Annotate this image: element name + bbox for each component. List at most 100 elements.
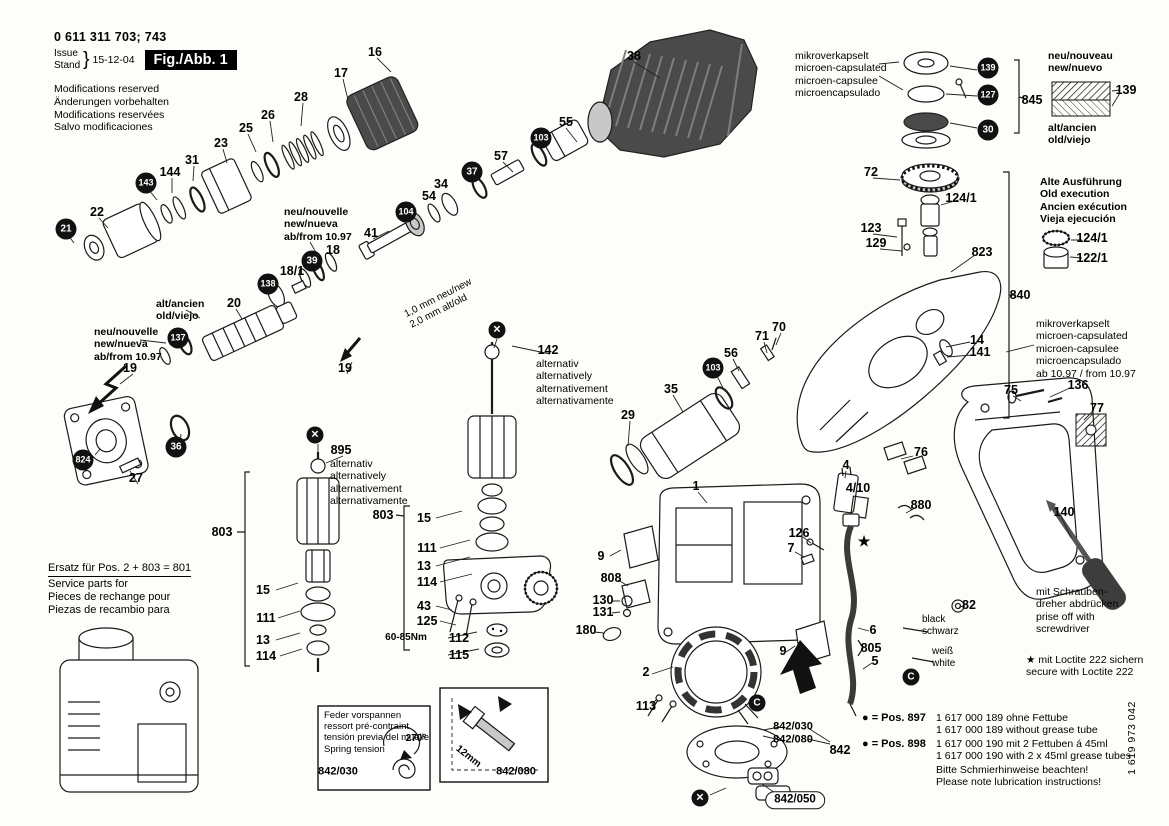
callout-19: 19 [123,360,137,375]
callout-125: 125 [416,613,438,628]
callout-103: 103 [702,357,724,379]
callout--: ★ [857,533,871,549]
callout-14: 14 [970,332,984,347]
callout-26: 26 [261,107,275,122]
callout-803: 803 [372,507,394,522]
callout-31: 31 [185,152,199,167]
callout--: ✕ [691,789,709,807]
callout-103: 103 [530,127,552,149]
callout-43: 43 [417,598,431,613]
callout-129: 129 [865,235,887,250]
callout-55: 55 [559,114,573,129]
callout-35: 35 [664,381,678,396]
modifications-line: Salvo modificaciones [54,121,153,134]
callout-6: 6 [869,622,877,637]
callout-30: 30 [977,119,999,141]
callout-36: 36 [165,436,187,458]
callout-4-10: 4/10 [845,480,871,495]
callout-131: 131 [592,604,614,619]
callout-39: 39 [301,250,323,272]
callout-19: 19 [338,360,352,375]
callout-144: 144 [159,164,181,179]
callout-136: 136 [1067,377,1089,392]
callout-842-080: 842/080 [496,765,536,778]
callout-805: 805 [860,640,882,655]
callout-111: 111 [256,610,276,625]
callout-37: 37 [461,161,483,183]
modifications-note: Modifications reserved Änderungen vorbeh… [54,83,237,134]
callout-57: 57 [494,148,508,163]
callout-82: 82 [962,597,976,612]
callout-60-85nm: 60-85Nm [385,632,427,643]
callout-5: 5 [871,653,879,668]
callout-18-1: 18/1 [279,263,305,278]
callout-23: 23 [214,135,228,150]
callout-845: 845 [1021,92,1043,107]
callout-143: 143 [135,172,157,194]
callout-c: C [902,668,920,686]
callout-842-030: 842/030 [773,720,813,733]
callout-72: 72 [864,164,878,179]
callout-180: 180 [575,622,597,637]
callout-842-030: 842/030 [318,765,358,778]
modifications-line: Änderungen vorbehalten [54,95,170,108]
callout-115: 115 [448,647,470,662]
callout-137: 137 [167,327,189,349]
callout-18: 18 [326,242,340,257]
callout-17: 17 [334,65,348,80]
issue-label: Issue [54,48,78,59]
callout-114: 114 [255,648,277,663]
callout-76: 76 [914,444,928,459]
callout-141: 141 [969,344,991,359]
callout-1: 1 [692,478,700,493]
callout-25: 25 [239,120,253,135]
title-block: 0 611 311 703; 743 Issue Stand } 15-12-0… [54,30,237,134]
issue-row: Issue Stand } 15-12-04 Fig./Abb. 1 [54,48,237,71]
callout-824: 824 [72,449,94,471]
callout-842-080: 842/080 [773,733,813,746]
callout-34: 34 [434,176,448,191]
callout-27: 27 [129,470,143,485]
callout-41: 41 [364,225,378,240]
callout-13: 13 [417,558,431,573]
callout-126: 126 [788,525,810,540]
brace-glyph: } [83,48,90,70]
callout-111: 111 [417,540,437,555]
callout-75: 75 [1004,382,1018,397]
callout-28: 28 [294,89,308,104]
callout-142: 142 [537,342,559,357]
callout-77: 77 [1090,400,1104,415]
figure-label: Fig./Abb. 1 [144,49,237,70]
callout-823: 823 [971,244,993,259]
callout-124-1: 124/1 [1076,230,1108,245]
callout-c: C [748,694,766,712]
callout-20: 20 [227,295,241,310]
note-pos-897-label: ● = Pos. 897 [862,712,926,724]
callout-842: 842 [829,742,851,757]
callout-139: 139 [1115,82,1137,97]
callout-54: 54 [422,188,436,203]
note-pos-898-label: ● = Pos. 898 [862,738,926,750]
callout-16: 16 [368,44,382,59]
callout--: ✕ [488,321,506,339]
callout-38: 38 [627,48,641,63]
callout-29: 29 [621,407,635,422]
